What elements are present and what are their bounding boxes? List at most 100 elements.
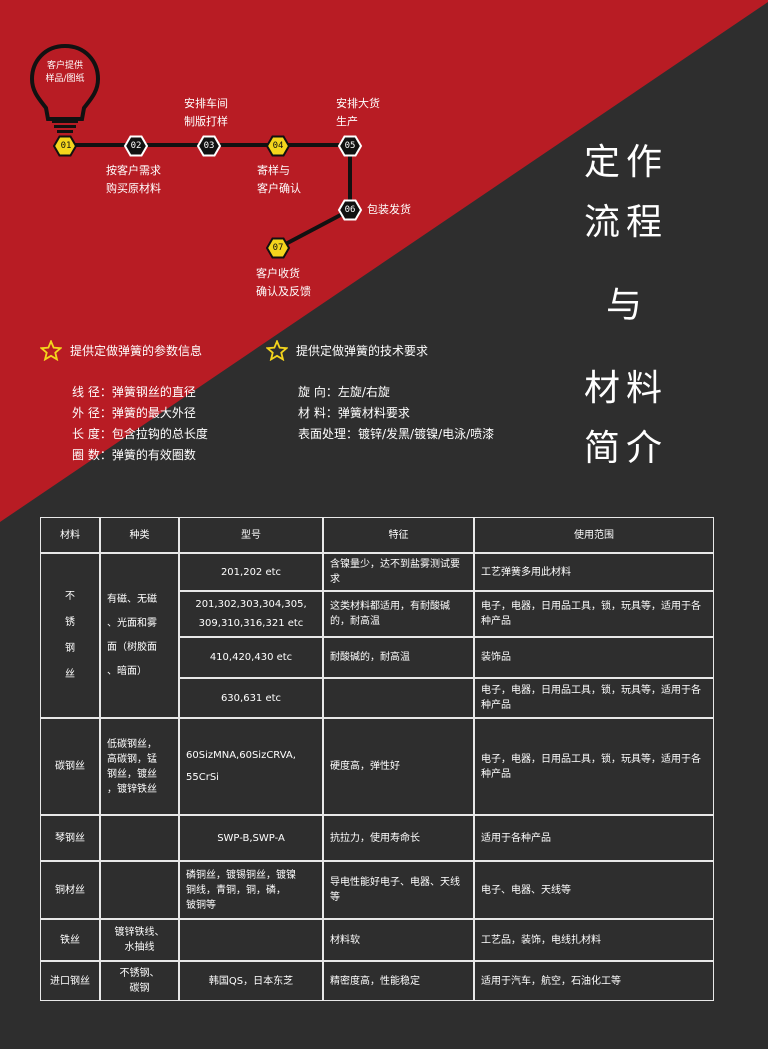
param-heading-left: 提供定做弹簧的参数信息	[40, 340, 202, 361]
model-line: 60SizMNA,60SizCRVA,	[186, 749, 296, 761]
cell-usage: 工艺品，装饰，电线扎材料	[474, 919, 714, 961]
cell-model: 201,302,303,304,305, 309,310,316,321 etc	[179, 591, 323, 637]
node-07-hex	[265, 237, 291, 259]
step-4-line1: 寄样与	[257, 164, 290, 177]
cell-kind: 镀锌铁线、 水抽线	[100, 919, 179, 961]
cell-usage: 适用于汽车，航空，石油化工等	[474, 961, 714, 1001]
bulb-text-line1: 客户提供	[46, 61, 83, 71]
node-01-hex	[52, 135, 78, 157]
cell-model: 60SizMNA,60SizCRVA, 55CrSi	[179, 718, 323, 815]
cell-feature: 硬度高，弹性好	[323, 718, 474, 815]
node-04-label: 04	[272, 141, 284, 151]
table-row: 不 锈 钢 丝 有磁、无磁 、光面和雾 面（树胶面 、暗面） 201,202 e…	[40, 553, 714, 718]
cell-model: 磷铜丝，镀锡铜丝，镀镍 铜线，青铜，铜，磷， 铍铜等	[179, 861, 323, 919]
title-line-4: 材料	[584, 368, 669, 409]
table-row: 630,631 etc 电子，电器，日用品工具，锁，玩具等，适用于各种产品	[40, 678, 714, 718]
kind-line: 、光面和雾	[107, 617, 157, 629]
cell-usage: 适用于各种产品	[474, 815, 714, 861]
header-model: 型号	[179, 517, 323, 553]
step-2-line2: 购买原材料	[106, 182, 161, 195]
step-4-label: 寄样与 客户确认	[257, 162, 301, 198]
node-07-label: 07	[272, 243, 284, 253]
table-row: 铜材丝 磷铜丝，镀锡铜丝，镀镍 铜线，青铜，铜，磷， 铍铜等 导电性能好电子、电…	[40, 861, 714, 919]
step-3-line1: 安排车间	[184, 97, 228, 110]
kind-line: 、暗面）	[107, 665, 147, 677]
param-surface: 表面处理：镀锌/发黑/镀镍/电泳/喷漆	[298, 427, 495, 441]
cell-material: 进口钢丝	[40, 961, 100, 1001]
model-line: 309,310,316,321 etc	[198, 618, 304, 629]
node-06-hex	[337, 199, 363, 221]
node-04-hex	[265, 135, 291, 157]
cell-model	[179, 919, 323, 961]
header-usage: 使用范围	[474, 517, 714, 553]
cell-kind-stainless: 有磁、无磁 、光面和雾 面（树胶面 、暗面）	[100, 553, 179, 718]
title-line-3: 与	[606, 285, 649, 326]
cell-feature: 耐酸碱的，耐高温	[323, 637, 474, 678]
kind-line: 钢丝，镀丝	[107, 768, 157, 780]
cell-material: 琴钢丝	[40, 815, 100, 861]
step-5-line2: 生产	[336, 115, 358, 128]
cell-model: 201,202 etc	[179, 553, 323, 591]
model-line: 铜线，青铜，铜，磷，	[186, 884, 286, 896]
node-03-label: 03	[203, 141, 215, 151]
model-line: 55CrSi	[186, 771, 219, 783]
param-direction: 旋 向：左旋/右旋	[298, 385, 390, 399]
cell-kind	[100, 815, 179, 861]
cell-kind: 低碳钢丝， 高碳钢，锰 钢丝，镀丝 ，镀锌铁丝	[100, 718, 179, 815]
materials-table: 材料 种类 型号 特征 使用范围 不 锈 钢 丝 有磁、无磁 、光面和雾 面（树…	[40, 517, 714, 1001]
param-heading-left-text: 提供定做弹簧的参数信息	[70, 344, 203, 358]
param-list-left: 线 径：弹簧钢丝的直径 外 径：弹簧的最大外径 长 度：包含拉钩的总长度 圈 数…	[72, 382, 208, 466]
header-kind: 种类	[100, 517, 179, 553]
param-wire-diameter: 线 径：弹簧钢丝的直径	[72, 385, 196, 399]
param-heading-right-text: 提供定做弹簧的技术要求	[296, 344, 429, 358]
header-feature: 特征	[323, 517, 474, 553]
header-material: 材料	[40, 517, 100, 553]
material-char: 锈	[65, 616, 75, 628]
cell-usage: 电子、电器、天线等	[474, 861, 714, 919]
table-row: 进口钢丝 不锈钢、 碳钢 韩国QS，日本东芝 精密度高，性能稳定 适用于汽车，航…	[40, 961, 714, 1001]
lightbulb-icon	[29, 43, 101, 133]
material-char: 不	[65, 590, 75, 602]
step-7-line2: 确认及反馈	[256, 285, 311, 298]
red-diagonal-panel	[0, 0, 768, 522]
cell-usage: 电子，电器，日用品工具，锁，玩具等，适用于各种产品	[474, 591, 714, 637]
param-coils: 圈 数：弹簧的有效圈数	[72, 448, 196, 462]
cell-model: 韩国QS，日本东芝	[179, 961, 323, 1001]
step-3-line2: 制版打样	[184, 115, 228, 128]
node-06-label: 06	[344, 205, 356, 215]
star-icon	[266, 340, 288, 361]
table-row: 201,302,303,304,305, 309,310,316,321 etc…	[40, 591, 714, 637]
table-header-row: 材料 种类 型号 特征 使用范围	[40, 517, 714, 553]
kind-line: 镀锌铁线、	[114, 927, 165, 938]
title-line-1: 定作	[584, 142, 669, 183]
cell-usage: 电子，电器，日用品工具，锁，玩具等，适用于各种产品	[474, 678, 714, 718]
step-2-label: 按客户需求 购买原材料	[106, 162, 161, 198]
cell-material: 碳钢丝	[40, 718, 100, 815]
cell-feature: 含镍量少，达不到盐雾测试要求	[323, 553, 474, 591]
step-5-line1: 安排大货	[336, 97, 380, 110]
step-3-label: 安排车间 制版打样	[184, 95, 228, 131]
cell-usage: 工艺弹簧多用此材料	[474, 553, 714, 591]
node-02-label: 02	[130, 141, 142, 151]
cell-feature: 抗拉力，使用寿命长	[323, 815, 474, 861]
param-length: 长 度：包含拉钩的总长度	[72, 427, 208, 441]
kind-line: 高碳钢，锰	[107, 753, 157, 765]
bulb-text-line2: 样品/图纸	[45, 74, 85, 84]
cell-usage: 电子，电器，日用品工具，锁，玩具等，适用于各种产品	[474, 718, 714, 815]
step-2-line1: 按客户需求	[106, 164, 161, 177]
star-icon	[40, 340, 62, 361]
cell-kind: 不锈钢、 碳钢	[100, 961, 179, 1001]
cell-material: 铁丝	[40, 919, 100, 961]
kind-line: ，镀锌铁丝	[107, 783, 157, 795]
model-line: 磷铜丝，镀锡铜丝，镀镍	[186, 869, 296, 881]
kind-line: 不锈钢、	[119, 968, 160, 979]
kind-line: 碳钢	[129, 983, 150, 994]
node-02-hex	[123, 135, 149, 157]
model-line: 铍铜等	[186, 899, 216, 911]
kind-line: 有磁、无磁	[107, 593, 157, 605]
step-7-label: 客户收货 确认及反馈	[256, 265, 311, 301]
cell-material-stainless: 不 锈 钢 丝	[40, 553, 100, 718]
cell-model: 410,420,430 etc	[179, 637, 323, 678]
title-line-2: 流程	[584, 202, 669, 243]
